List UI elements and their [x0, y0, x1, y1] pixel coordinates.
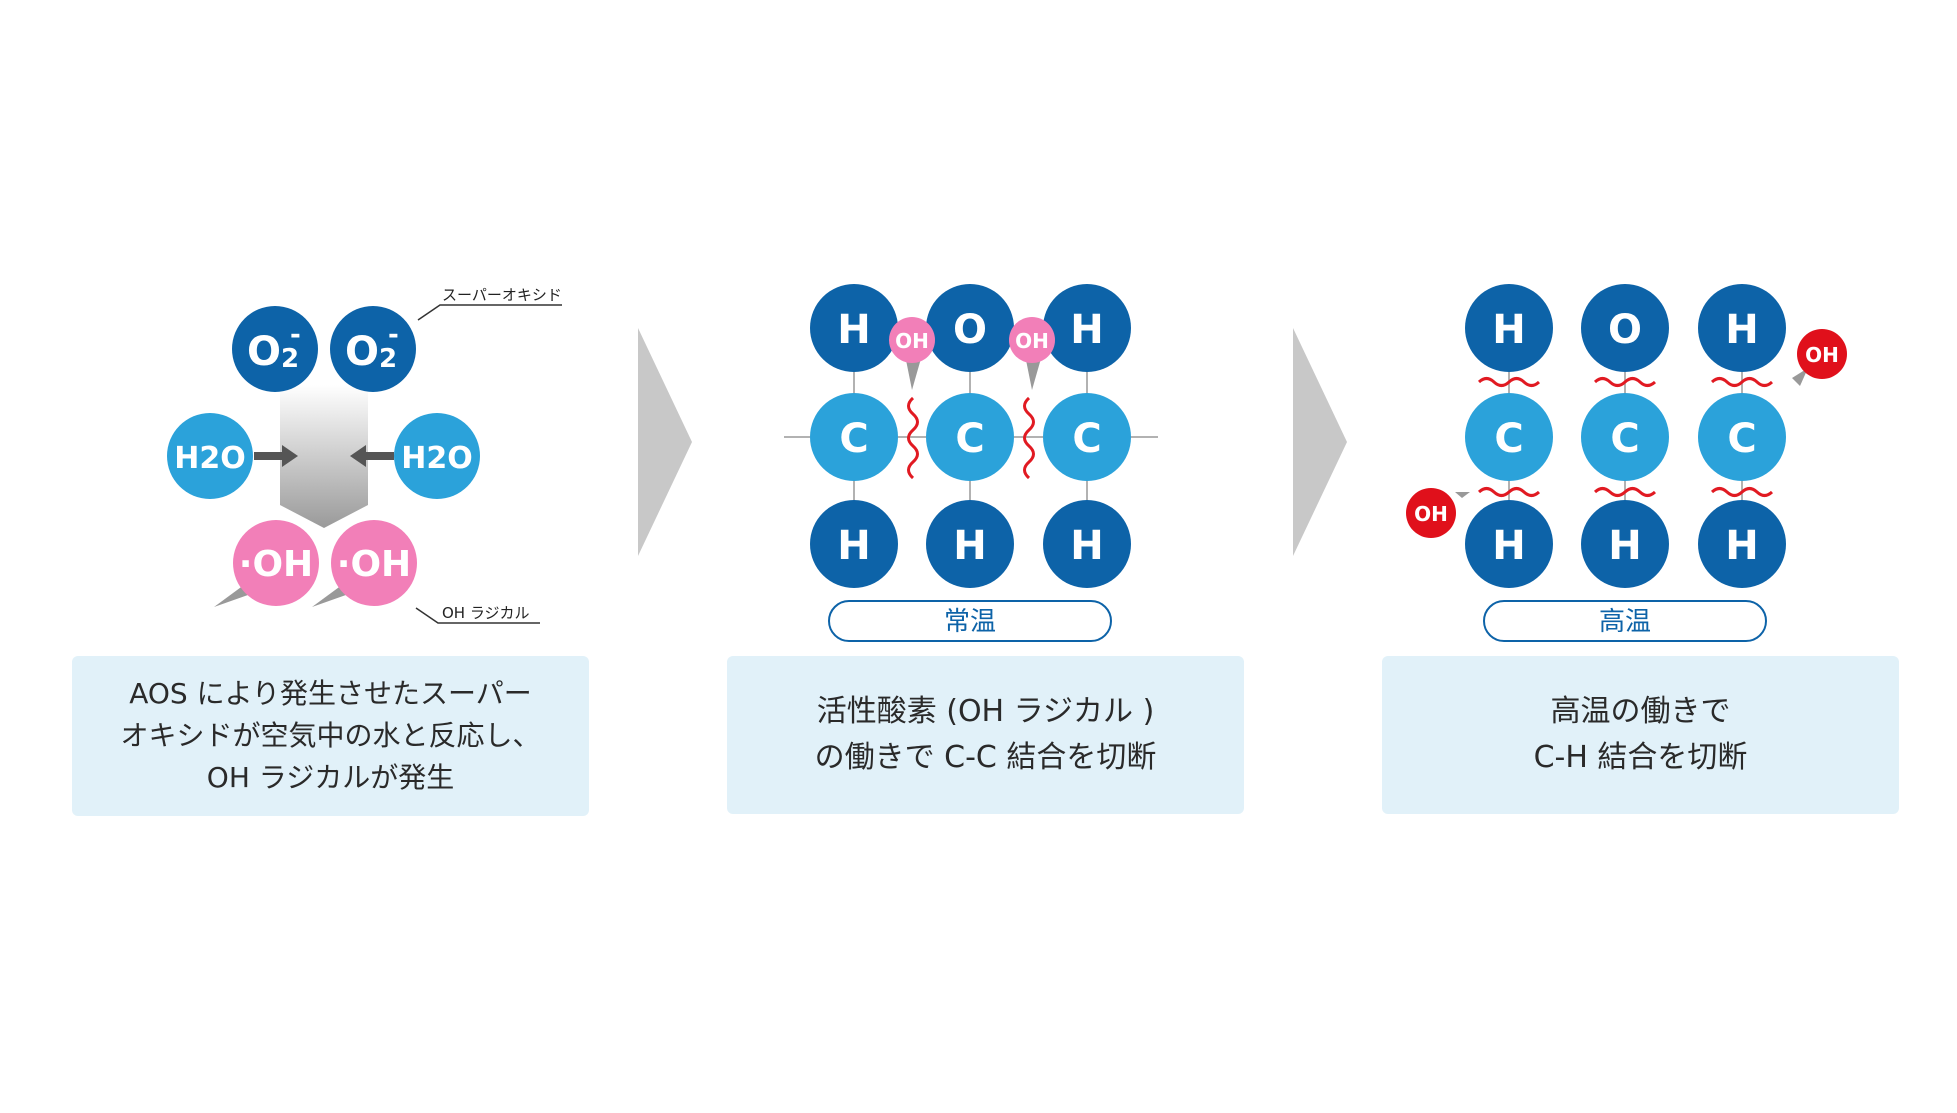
step2-caption-line-1: 活性酸素 (OH ラジカル ): [816, 694, 1155, 729]
step1-diagram: O2 - O2 - H2O H2O: [167, 286, 562, 624]
atom-c-mid-1: C: [810, 393, 898, 481]
atom-h-bottom-2: H: [1581, 500, 1669, 588]
step3-diagram: H O H C C C H H: [1406, 284, 1847, 642]
svg-text:H: H: [1070, 307, 1103, 353]
step1-caption: AOS により発生させたスーパー オキシドが空気中の水と反応し、 OH ラジカル…: [72, 656, 589, 816]
svg-text:-: -: [388, 320, 399, 350]
oh-radical-badge-2: OH: [1009, 317, 1055, 390]
temperature-label-normal: 常温: [828, 600, 1112, 642]
svg-text:H: H: [837, 307, 870, 353]
svg-text:O: O: [953, 307, 987, 353]
atom-c-mid-3: C: [1698, 393, 1786, 481]
reaction-funnel: [280, 385, 368, 528]
broken-bond-icon: [1477, 377, 1774, 497]
atom-h-bottom-1: H: [810, 500, 898, 588]
atom-c-mid-2: C: [1581, 393, 1669, 481]
step2-caption-line-2: の働きで C-C 結合を切断: [814, 740, 1157, 775]
atom-h-top-1: H: [1465, 284, 1553, 372]
svg-text:C: C: [955, 416, 984, 462]
svg-text:OH: OH: [895, 329, 929, 353]
atom-h-bottom-1: H: [1465, 500, 1553, 588]
super-oxide-callout: スーパーオキシド: [417, 286, 562, 321]
step1-caption-line-2: オキシドが空気中の水と反応し、: [120, 719, 541, 752]
atom-h-top-3: H: [1698, 284, 1786, 372]
svg-text:OH: OH: [1805, 343, 1839, 367]
svg-text:高温: 高温: [1599, 607, 1651, 637]
svg-text:OH: OH: [1414, 502, 1448, 526]
svg-text:H: H: [837, 523, 870, 569]
svg-text:H: H: [1608, 523, 1641, 569]
svg-text:H: H: [1725, 523, 1758, 569]
atom-c-mid-2: C: [926, 393, 1014, 481]
svg-text:C: C: [1610, 416, 1639, 462]
oh-radical-badge-red-1: OH: [1792, 329, 1847, 386]
oh-radical-callout: OH ラジカル: [415, 604, 540, 624]
svg-text:H: H: [1492, 307, 1525, 353]
svg-text:C: C: [1727, 416, 1756, 462]
step2-diagram: H O H OH OH C C: [784, 284, 1158, 642]
svg-text:-: -: [290, 320, 301, 350]
atom-h-bottom-3: H: [1698, 500, 1786, 588]
svg-text:常温: 常温: [944, 607, 996, 637]
h2o-molecule-left: H2O: [167, 413, 253, 499]
svg-text:O2: O2: [247, 329, 299, 375]
broken-bond-icon: [1023, 396, 1035, 480]
svg-text:·OH: ·OH: [239, 544, 313, 585]
o2-molecule-left: O2 -: [232, 306, 318, 392]
atom-h-top-1: H: [810, 284, 898, 372]
step1-caption-line-1: AOS により発生させたスーパー: [129, 677, 532, 710]
svg-text:C: C: [1494, 416, 1523, 462]
oh-radical-badge-red-2: OH: [1406, 488, 1470, 538]
oh-radical-left: ·OH: [214, 520, 319, 607]
broken-bond-icon: [907, 396, 919, 480]
arrow-left-icon: [350, 445, 394, 467]
o2-molecule-right: O2 -: [330, 306, 416, 392]
svg-text:OH: OH: [1015, 329, 1049, 353]
svg-text:C: C: [839, 416, 868, 462]
step1-caption-line-3: OH ラジカルが発生: [206, 761, 455, 794]
svg-text:H: H: [1725, 307, 1758, 353]
atom-c-mid-1: C: [1465, 393, 1553, 481]
step3-caption: 高温の働きで C-H 結合を切断: [1382, 656, 1899, 814]
step2-caption: 活性酸素 (OH ラジカル ) の働きで C-C 結合を切断: [727, 656, 1244, 814]
svg-text:·OH: ·OH: [337, 544, 411, 585]
arrow-right-icon: [254, 445, 298, 467]
h2o-molecule-right: H2O: [394, 413, 480, 499]
atom-h-bottom-3: H: [1043, 500, 1131, 588]
atom-c-mid-3: C: [1043, 393, 1131, 481]
svg-text:O: O: [1608, 307, 1642, 353]
svg-text:C: C: [1072, 416, 1101, 462]
step3-caption-line-1: 高温の働きで: [1550, 694, 1731, 729]
svg-text:H: H: [1070, 523, 1103, 569]
atom-h-bottom-2: H: [926, 500, 1014, 588]
step3-caption-line-2: C-H 結合を切断: [1533, 740, 1748, 775]
svg-text:H: H: [1492, 523, 1525, 569]
atom-o-top-2: O: [1581, 284, 1669, 372]
oh-radical-right: ·OH: [312, 520, 417, 607]
atom-h-top-3: H: [1043, 284, 1131, 372]
svg-text:O2: O2: [345, 329, 397, 375]
atom-o-top-2: O: [926, 284, 1014, 372]
svg-text:スーパーオキシド: スーパーオキシド: [442, 286, 562, 304]
svg-text:OH ラジカル: OH ラジカル: [442, 604, 530, 622]
temperature-label-high: 高温: [1483, 600, 1767, 642]
svg-text:H2O: H2O: [174, 441, 245, 476]
step-arrow-2-icon: [1293, 328, 1347, 556]
oh-radical-badge-1: OH: [889, 317, 935, 390]
svg-text:H: H: [953, 523, 986, 569]
svg-text:H2O: H2O: [401, 441, 472, 476]
step-arrow-1-icon: [638, 328, 692, 556]
